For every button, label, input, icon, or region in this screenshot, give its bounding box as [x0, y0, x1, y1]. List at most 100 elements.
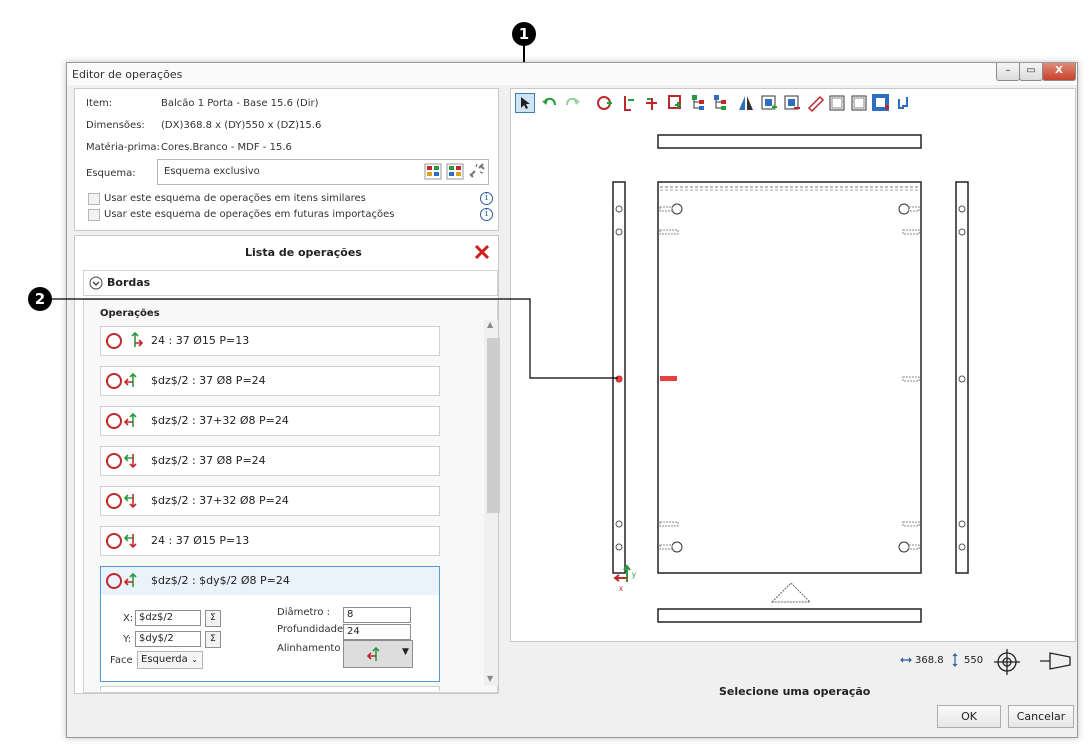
minimize-button[interactable]: – [996, 63, 1020, 81]
operation-text: $dz$/2 : 37 Ø8 P=24 [151, 374, 266, 387]
y-input[interactable]: $dy$/2 [135, 631, 201, 647]
hinge-hole-bottom-right[interactable] [898, 541, 910, 553]
axis-orientation-icon [123, 494, 137, 509]
cancel-button[interactable]: Cancelar [1008, 705, 1074, 728]
hole-icon [106, 573, 122, 589]
clear-operations-icon[interactable] [473, 243, 491, 261]
future-imports-label: Usar este esquema de operações em futura… [104, 209, 395, 220]
tree-remove-icon[interactable] [714, 95, 726, 110]
item-info-panel: Item: Balcão 1 Porta - Base 15.6 (Dir) D… [74, 88, 499, 231]
undo-icon[interactable] [542, 97, 556, 106]
expand-chevron-icon[interactable] [89, 276, 103, 290]
copy-frame-icon[interactable] [761, 95, 777, 110]
hole-left-4[interactable] [615, 543, 623, 551]
operation-item[interactable]: 24 : 37 Ø15 P=13 [100, 526, 440, 556]
edges-section[interactable]: Bordas [83, 270, 498, 296]
face-select[interactable]: Esquerda ⌄ [137, 651, 203, 669]
hinge-hole-top-left[interactable] [671, 203, 683, 215]
hinge-hole-top-right[interactable] [898, 203, 910, 215]
select-tool[interactable] [515, 93, 535, 113]
operation-text: $dz$/2 : 37+32 Ø8 P=24 [151, 414, 289, 427]
operation-item[interactable]: $dz$/2 : 37 Ø8 P=24 [100, 366, 440, 396]
schema-label: Esquema: [86, 168, 136, 179]
schema-value: Esquema exclusivo [164, 166, 260, 177]
alignment-select[interactable]: ▼ [343, 640, 413, 668]
material-label: Matéria-prima: [86, 142, 160, 153]
highlight-selection-icon[interactable] [872, 94, 889, 111]
alignment-axis-icon [366, 646, 380, 661]
close-button[interactable]: X [1042, 63, 1076, 81]
toolbar [515, 93, 908, 113]
operation-text: 24 : 37 Ø15 P=13 [151, 534, 250, 547]
operations-scrollbar[interactable]: ▲ ▼ [484, 320, 500, 686]
hole-left-2[interactable] [615, 228, 623, 236]
axis-orientation-icon [123, 534, 137, 549]
face-label: Face : [110, 655, 140, 666]
operation-text: $dz$/2 : 37 Ø8 P=24 [151, 454, 266, 467]
axis-yx-icon [123, 572, 137, 587]
future-info-icon[interactable]: i [480, 208, 493, 221]
add-groove-icon[interactable] [624, 96, 634, 111]
scroll-down-icon[interactable]: ▼ [487, 674, 494, 683]
maximize-button[interactable]: ▭ [1019, 63, 1043, 81]
x-input[interactable]: $dz$/2 [135, 610, 201, 626]
hole-left-3[interactable] [615, 520, 623, 528]
axis-orientation-icon [123, 454, 137, 469]
operation-item[interactable]: 24 : 37 Ø15 P=13 [100, 326, 440, 356]
add-cut-icon[interactable] [646, 98, 657, 110]
operation-text: 24 : 37 Ø15 P=13 [151, 334, 250, 347]
dimensions-value: (DX)368.8 x (DY)550 x (DZ)15.6 [161, 120, 322, 131]
frame-remove-icon[interactable] [784, 95, 800, 110]
selected-dowel-hole[interactable] [660, 376, 677, 381]
ok-button[interactable]: OK [937, 705, 1001, 728]
operation-text: $dz$/2 : 37+32 Ø8 P=24 [151, 494, 289, 507]
depth-label: Profundidade : [277, 624, 350, 635]
frame-view-icon[interactable] [851, 95, 867, 111]
bottom-edge-piece[interactable] [657, 608, 922, 623]
y-sigma-button[interactable]: Σ [205, 631, 221, 648]
tree-add-icon[interactable] [692, 95, 704, 110]
top-edge-piece[interactable] [657, 134, 922, 149]
scroll-up-icon[interactable]: ▲ [487, 320, 494, 329]
add-hole-icon[interactable] [597, 96, 612, 110]
schema-edit-icon[interactable] [424, 163, 442, 180]
edges-label: Bordas [107, 276, 151, 289]
similar-items-checkbox[interactable] [88, 193, 100, 205]
rotate-icon[interactable] [898, 97, 908, 109]
similar-items-label: Usar este esquema de operações em itens … [104, 193, 366, 204]
item-label: Item: [86, 98, 113, 109]
schema-box[interactable]: Esquema exclusivo [157, 159, 489, 185]
perspective-view-icon[interactable] [1038, 649, 1072, 673]
operation-item[interactable]: $dz$/2 : 37 Ø8 P=24 [100, 446, 440, 476]
hole-icon [106, 373, 122, 389]
scrollbar-thumb[interactable] [487, 338, 500, 513]
frame-outline-icon[interactable] [829, 95, 845, 111]
mirror-icon[interactable] [739, 96, 753, 110]
alignment-label: Alinhamento : [277, 643, 348, 654]
axis-y-label: y [632, 570, 636, 579]
add-pocket-icon[interactable] [668, 95, 681, 109]
schema-unlink-icon[interactable] [468, 163, 486, 180]
selected-operation-header[interactable]: $dz$/2 : $dy$/2 Ø8 P=24 [101, 567, 439, 595]
schema-copy-icon[interactable] [446, 163, 464, 180]
hole-icon [106, 413, 122, 429]
x-sigma-button[interactable]: Σ [205, 610, 221, 627]
dim-x-value: 368.8 [915, 655, 944, 666]
measure-icon[interactable] [807, 95, 825, 113]
item-value: Balcão 1 Porta - Base 15.6 (Dir) [161, 98, 319, 109]
dimensions-label: Dimensões: [86, 120, 145, 131]
hole-left-1[interactable] [615, 205, 623, 213]
operation-item[interactable]: $dz$/2 : 37+32 Ø8 P=24 [100, 406, 440, 436]
diameter-input[interactable]: 8 [343, 607, 411, 623]
future-imports-checkbox[interactable] [88, 209, 100, 221]
main-panel-piece[interactable] [657, 181, 922, 574]
callout-2: 2 [28, 287, 52, 311]
similar-info-icon[interactable]: i [480, 192, 493, 205]
axis-orientation-icon [131, 331, 143, 347]
target-center-icon[interactable] [992, 647, 1022, 677]
depth-input[interactable]: 24 [343, 624, 411, 640]
chevron-down-icon: ⌄ [191, 655, 198, 664]
hinge-hole-bottom-left[interactable] [671, 541, 683, 553]
operation-item[interactable]: $dz$/2 : 37+32 Ø8 P=24 [100, 486, 440, 516]
status-text: Selecione uma operação [719, 685, 871, 698]
